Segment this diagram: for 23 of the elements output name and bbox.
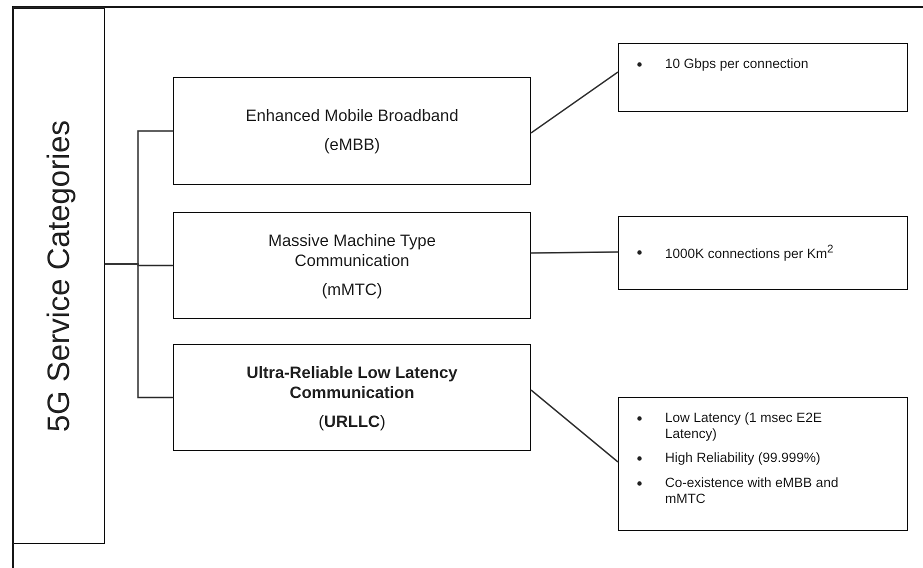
service-category-box xyxy=(173,212,531,319)
category-abbreviation: (mMTC) xyxy=(322,280,382,300)
feature-list-box xyxy=(618,216,908,290)
category-name: Massive Machine Type Communication xyxy=(267,230,437,272)
service-category-box xyxy=(173,77,531,185)
feature-list-box xyxy=(618,43,908,112)
category-abbreviation: (URLLC) xyxy=(318,412,386,432)
connector-line xyxy=(105,263,173,398)
connector-line xyxy=(530,389,618,463)
category-name: Ultra-Reliable Low Latency Communication xyxy=(246,362,458,404)
category-title-box xyxy=(13,8,105,544)
feature-text: 10 Gbps per connection xyxy=(665,56,808,71)
category-abbreviation: (eMBB) xyxy=(324,135,380,156)
feature-text: Co-existence with eMBB and mMTC xyxy=(665,474,838,506)
service-category-box xyxy=(173,344,531,451)
connector-line xyxy=(531,251,618,254)
feature-text: 1000K connections per Km$^{2}$ xyxy=(665,246,834,262)
category-name: Enhanced Mobile Broadband xyxy=(246,106,458,127)
feature-list-box xyxy=(618,397,908,531)
feature-text: High Reliability (99.999%) xyxy=(665,450,820,466)
connector-line xyxy=(530,71,618,134)
vertical-heading: 5G Service Categories xyxy=(41,120,77,432)
feature-text: Low Latency (1 msec E2E Latency) xyxy=(665,410,822,442)
